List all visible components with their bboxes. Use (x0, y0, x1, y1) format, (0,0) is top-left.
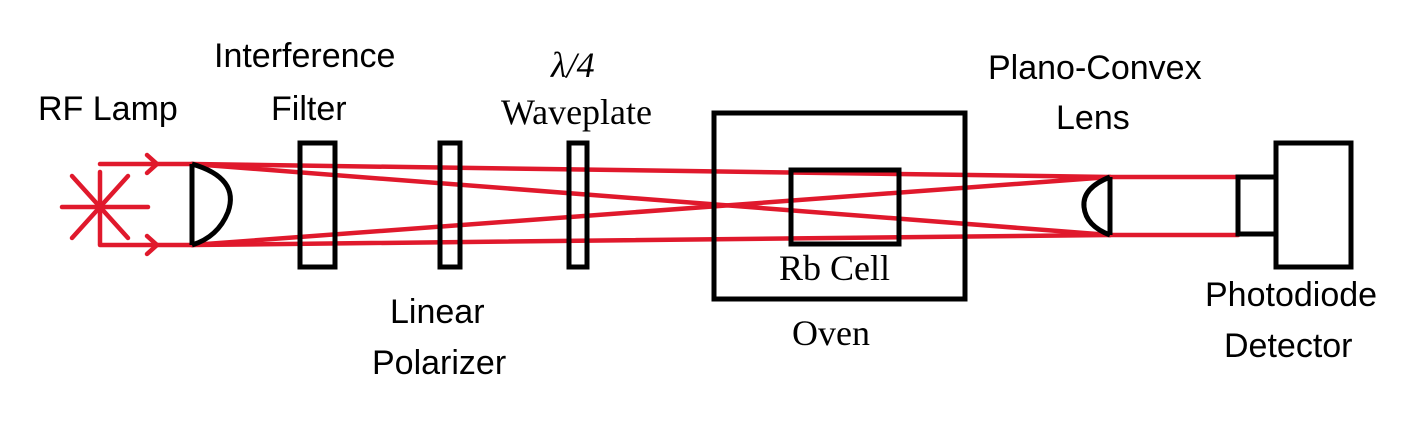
rb-cell-box (788, 167, 902, 247)
linear-polarizer (437, 140, 463, 270)
plano-convex-lens (1081, 174, 1113, 238)
plano-convex-label-line1: Plano-Convex (988, 49, 1202, 87)
collimated-rays (1107, 174, 1241, 238)
waveplate-label-line1: λ/4 (550, 45, 595, 85)
photodiode-label-line2: Detector (1224, 327, 1353, 365)
photodiode-label-line1: Photodiode (1205, 276, 1377, 314)
crossing-rays (189, 161, 1113, 248)
light-beam (59, 152, 1241, 257)
oven-box (711, 110, 968, 302)
quarter-waveplate (566, 140, 590, 270)
interference-filter (297, 140, 338, 270)
rf-lamp-source (59, 169, 151, 247)
plano-convex-label-line2: Lens (1056, 99, 1130, 137)
waveplate-label-line2: Waveplate (501, 92, 652, 132)
interference-filter-label-line1: Interference (214, 37, 395, 75)
linear-polarizer-label-line1: Linear (390, 293, 485, 331)
linear-polarizer-label-line2: Polarizer (372, 344, 506, 382)
collimating-lens (189, 161, 233, 248)
rb-cell-label: Rb Cell (779, 248, 890, 288)
interference-filter-label-line2: Filter (271, 90, 347, 128)
rf-lamp-label: RF Lamp (38, 90, 178, 128)
lamp-rays (97, 152, 195, 257)
oven-label: Oven (792, 313, 870, 353)
photodiode-detector (1235, 140, 1354, 270)
